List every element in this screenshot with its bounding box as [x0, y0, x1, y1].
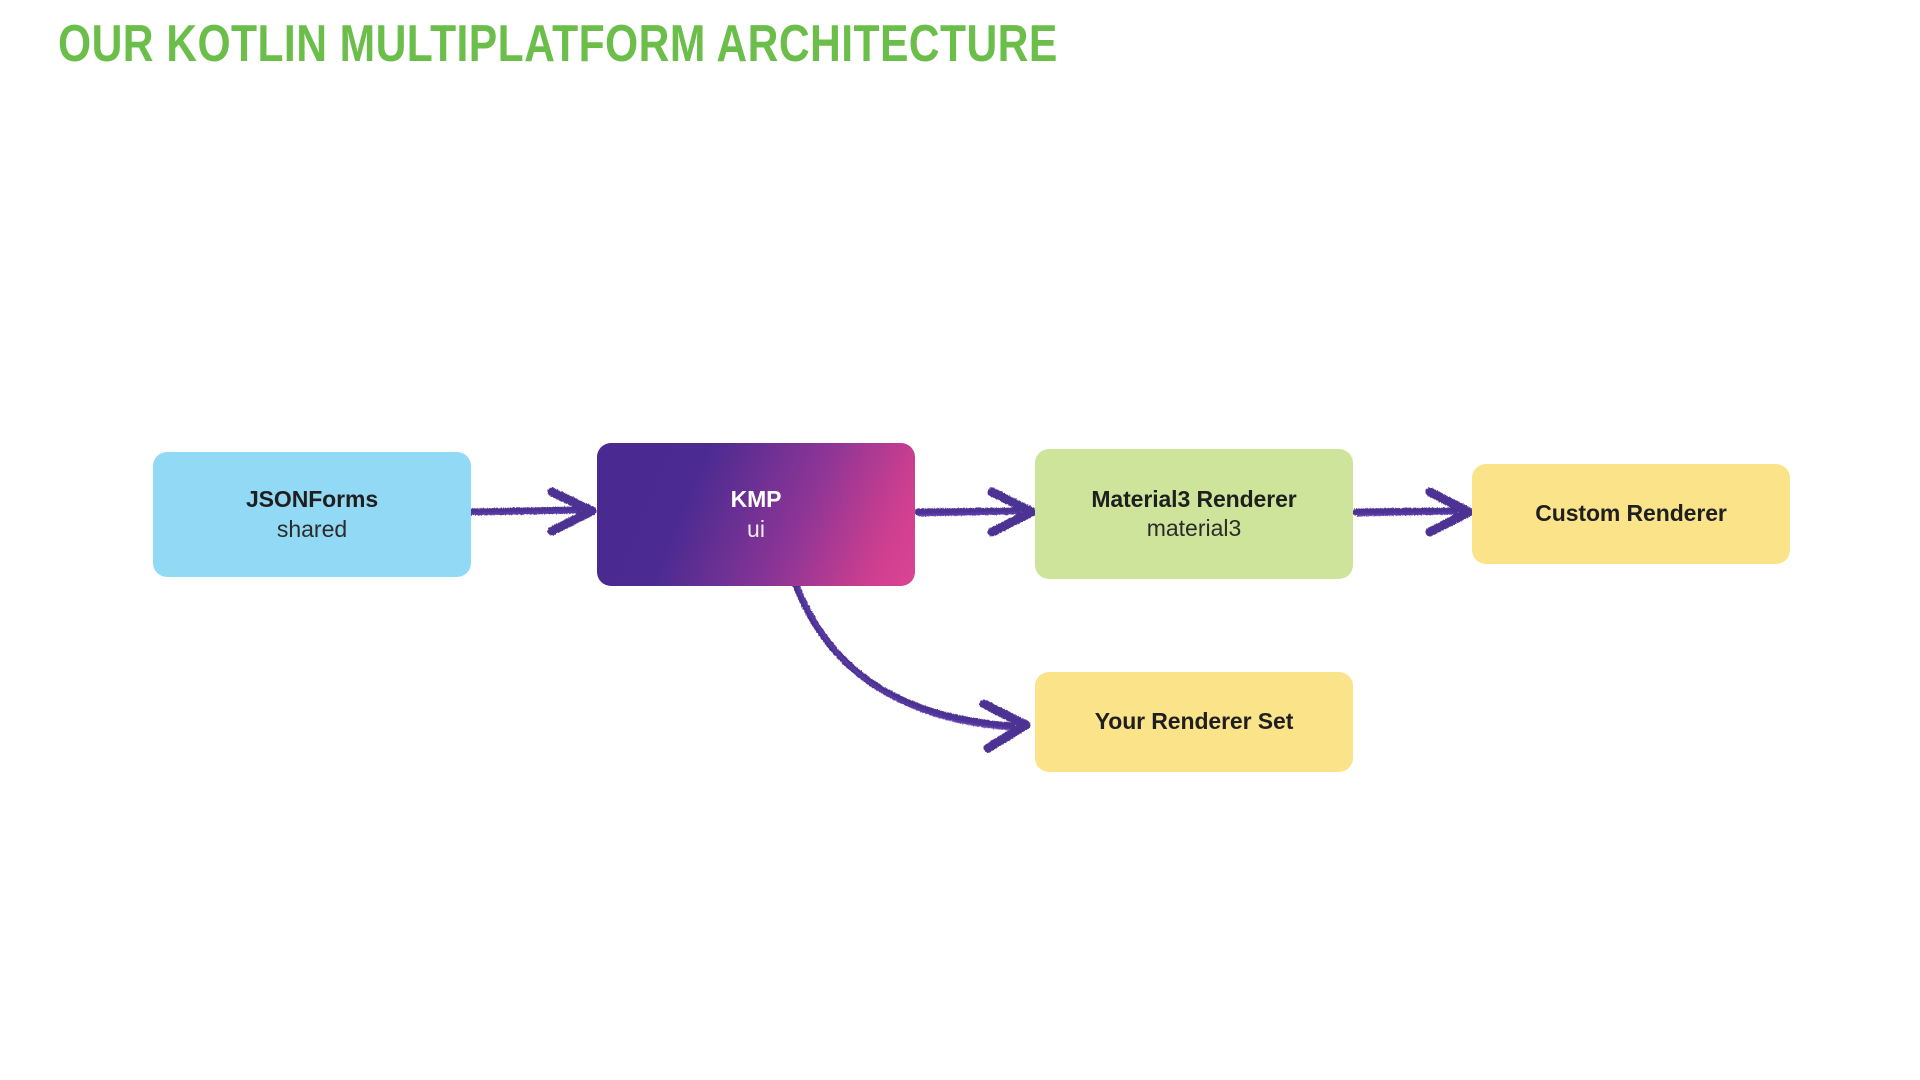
- edge-jsonforms-to-kmp: [464, 487, 597, 536]
- edge-kmp-to-material3: [914, 487, 1037, 537]
- node-custom-renderer[interactable]: Custom Renderer: [1472, 464, 1790, 564]
- node-material3-renderer[interactable]: Material3 Renderer material3: [1035, 449, 1353, 579]
- edge-material3-to-custom: [1352, 487, 1474, 537]
- node-material3-title: Material3 Renderer: [1091, 485, 1297, 512]
- node-material3-subtitle: material3: [1146, 515, 1242, 541]
- node-kmp-subtitle: ui: [747, 515, 765, 542]
- node-jsonforms[interactable]: JSONForms shared: [153, 452, 471, 577]
- node-kmp[interactable]: KMP ui: [597, 443, 915, 586]
- node-jsonforms-title: JSONForms: [245, 486, 379, 513]
- node-your-renderer-set[interactable]: Your Renderer Set: [1035, 672, 1353, 772]
- node-kmp-title: KMP: [730, 486, 782, 513]
- node-custom-renderer-title: Custom Renderer: [1535, 500, 1727, 527]
- page-title: OUR KOTLIN MULTIPLATFORM ARCHITECTURE: [58, 15, 1058, 73]
- node-your-renderer-set-title: Your Renderer Set: [1094, 708, 1294, 735]
- node-jsonforms-subtitle: shared: [276, 515, 348, 542]
- edge-kmp-to-yourset: [792, 581, 1031, 753]
